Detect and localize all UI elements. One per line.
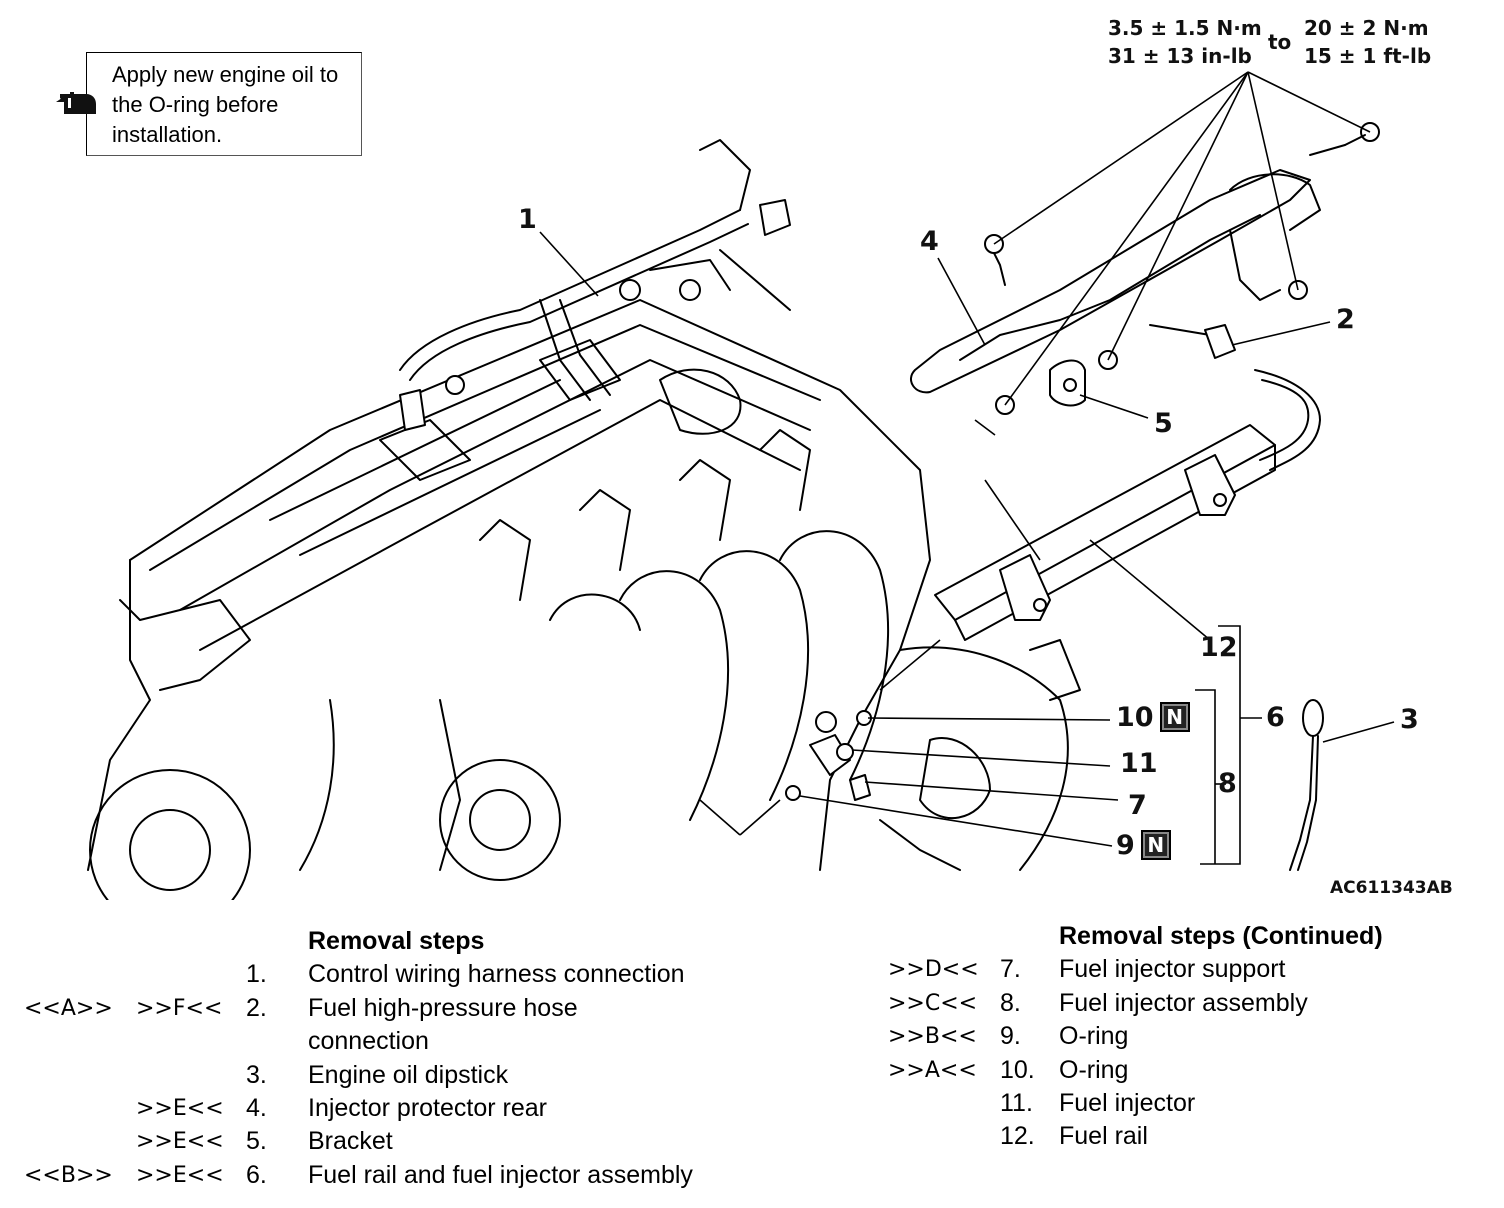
step-row: >>B<< 9. O-ring <box>888 1020 1488 1053</box>
new-part-badge: N <box>1140 830 1171 860</box>
removal-ref: >>E<< <box>136 1162 224 1188</box>
engine-block-drawing <box>87 299 1081 900</box>
removal-ref: >>E<< <box>136 1129 224 1155</box>
step-number: 3. <box>246 1060 267 1089</box>
step-number: 8. <box>1000 988 1021 1017</box>
wiring-harness-drawing <box>399 139 791 431</box>
figure-reference-code: AC611343AB <box>1330 878 1453 898</box>
step-row: 3. Engine oil dipstick <box>24 1059 784 1092</box>
step-row: >>D<< 7. Fuel injector support <box>888 953 1488 986</box>
removal-steps-continued-title: Removal steps (Continued) <box>1059 922 1383 950</box>
callout-6: 6 <box>1266 702 1285 733</box>
torque-high-block: 20 ± 2 N·m 15 ± 1 ft-lb <box>1304 14 1431 70</box>
step-text: connection <box>308 1027 429 1056</box>
new-part-badge: N <box>1159 702 1190 732</box>
torque-to-label: to <box>1268 30 1292 54</box>
callout-3: 3 <box>1400 704 1419 735</box>
injector-protector-drawing <box>910 122 1380 415</box>
leader-lines <box>539 71 1395 865</box>
callout-4: 4 <box>920 226 939 257</box>
removal-steps-right: Removal steps (Continued) >>D<< 7. Fuel … <box>888 920 1488 1154</box>
dipstick-drawing <box>1289 699 1324 871</box>
step-text: Control wiring harness connection <box>308 960 685 989</box>
torque-high-ftlb: 15 ± 1 ft-lb <box>1304 44 1432 68</box>
step-row: >>C<< 8. Fuel injector assembly <box>888 987 1488 1020</box>
callout-2: 2 <box>1336 304 1355 335</box>
step-number: 1. <box>246 960 267 989</box>
step-text: Bracket <box>308 1127 393 1156</box>
oil-note-box <box>86 52 362 156</box>
step-number: 6. <box>246 1160 267 1189</box>
step-row: 11. Fuel injector <box>888 1087 1488 1120</box>
callout-10-number: 10 <box>1116 702 1154 733</box>
callout-12: 12 <box>1200 632 1238 663</box>
step-text: Fuel high-pressure hose <box>308 993 578 1022</box>
injector-parts-drawing <box>785 710 872 801</box>
removal-steps-title: Removal steps <box>308 927 485 955</box>
step-text: Engine oil dipstick <box>308 1060 509 1089</box>
callout-7: 7 <box>1128 790 1147 821</box>
removal-ref: >>E<< <box>136 1095 224 1121</box>
step-row: 12. Fuel rail <box>888 1120 1488 1153</box>
step-text: Fuel rail and fuel injector assembly <box>308 1160 693 1189</box>
step-text: Fuel rail <box>1059 1122 1148 1151</box>
step-text: Fuel injector support <box>1059 955 1286 984</box>
step-text: O-ring <box>1059 1055 1129 1084</box>
removal-ref: >>B<< <box>888 1024 977 1050</box>
removal-ref: >>A<< <box>888 1057 977 1083</box>
step-number: 12. <box>1000 1122 1035 1151</box>
step-text: Fuel injector <box>1059 1088 1196 1117</box>
step-row: >>E<< 5. Bracket <box>24 1125 784 1158</box>
step-row: >>E<< 4. Injector protector rear <box>24 1092 784 1125</box>
oil-note-text: Apply new engine oil to the O-ring befor… <box>112 62 339 147</box>
callout-11: 11 <box>1120 748 1158 779</box>
step-row: 1. Control wiring harness connection <box>24 958 784 991</box>
oil-can-icon <box>56 92 96 114</box>
removal-steps-left: Removal steps 1. Control wiring harness … <box>24 925 784 1192</box>
engine-exploded-diagram <box>87 71 1395 900</box>
step-text: O-ring <box>1059 1022 1129 1051</box>
callout-8: 8 <box>1218 768 1237 799</box>
callout-5: 5 <box>1154 408 1173 439</box>
step-text: Fuel injector assembly <box>1059 988 1308 1017</box>
torque-low-block: 3.5 ± 1.5 N·m 31 ± 13 in-lb <box>1108 14 1262 70</box>
install-ref: <<A>> <box>24 995 113 1021</box>
step-row: <<A>> >>F<< 2. Fuel high-pressure hose <box>24 992 784 1025</box>
step-row: <<B>> >>E<< 6. Fuel rail and fuel inject… <box>24 1159 784 1192</box>
removal-ref: >>C<< <box>888 990 978 1016</box>
step-number: 11. <box>1000 1088 1033 1117</box>
step-number: 7. <box>1000 955 1021 984</box>
removal-ref: >>F<< <box>136 995 223 1021</box>
step-text: Injector protector rear <box>308 1093 547 1122</box>
fuel-hose-drawing <box>1149 324 1321 471</box>
install-ref: <<B>> <box>24 1162 113 1188</box>
callout-1: 1 <box>518 204 537 235</box>
step-row: connection <box>24 1025 784 1058</box>
torque-low-nm: 3.5 ± 1.5 N·m <box>1108 16 1262 40</box>
step-number: 9. <box>1000 1022 1021 1051</box>
step-row: >>A<< 10. O-ring <box>888 1054 1488 1087</box>
removal-ref: >>D<< <box>888 957 979 983</box>
step-number: 10. <box>1000 1055 1035 1084</box>
step-number: 2. <box>246 993 267 1022</box>
torque-low-inlb: 31 ± 13 in-lb <box>1108 44 1252 68</box>
fuel-rail-drawing <box>934 424 1276 641</box>
step-number: 4. <box>246 1093 267 1122</box>
torque-high-nm: 20 ± 2 N·m <box>1304 16 1429 40</box>
callout-9-number: 9 <box>1116 830 1135 861</box>
step-number: 5. <box>246 1127 267 1156</box>
